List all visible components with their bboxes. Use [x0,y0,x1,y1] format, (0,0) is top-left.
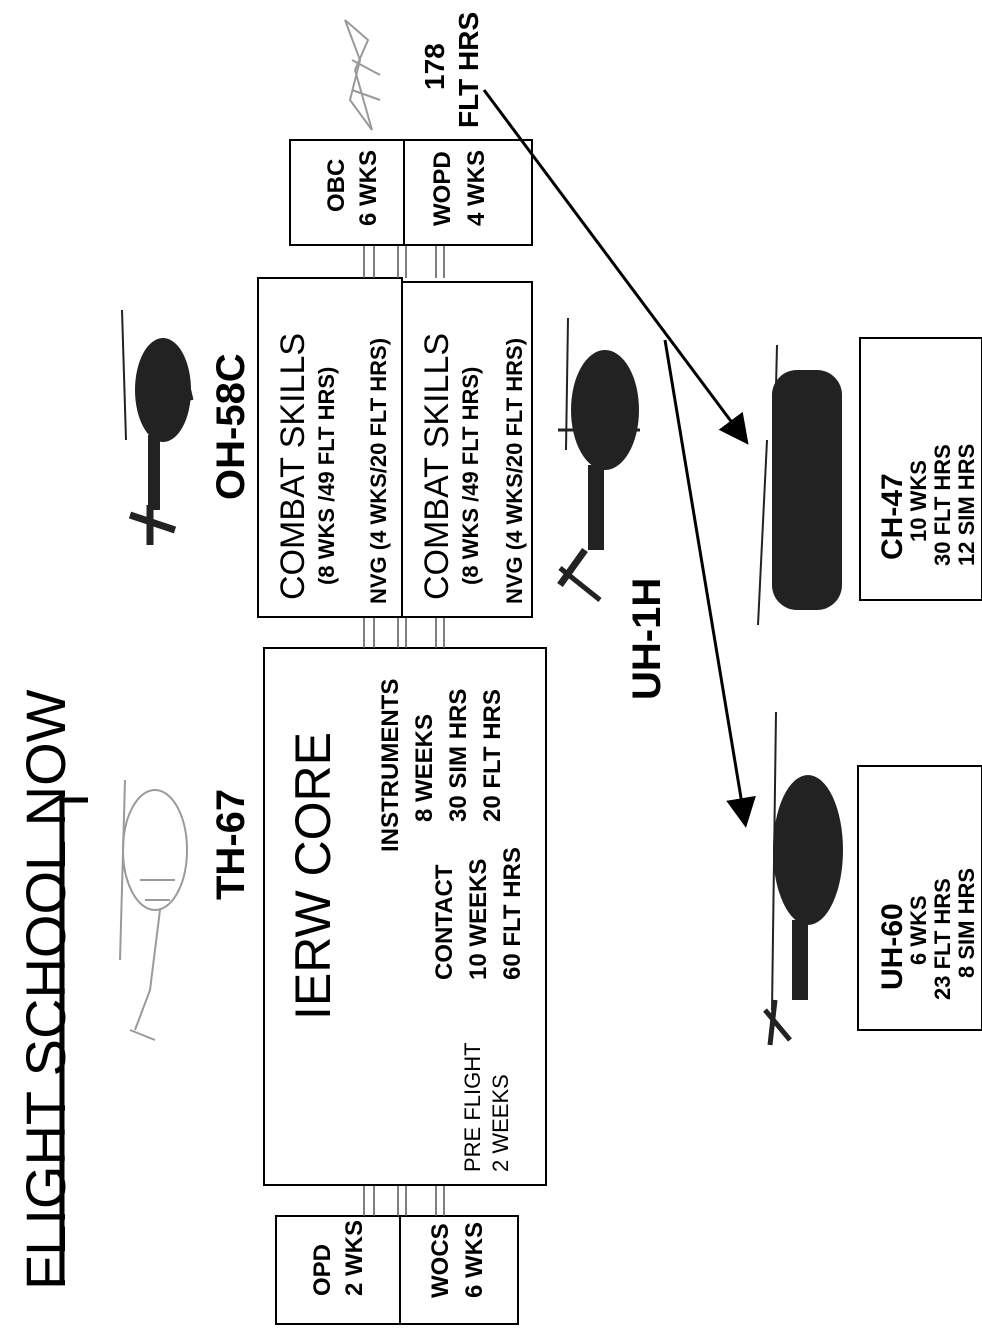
wocs-box: WOCS 6 WKS [400,1216,518,1324]
combat-oh58c-detail: (8 WKS /49 FLT HRS) [314,367,339,585]
instruments-sim-hours: 30 SIM HRS [445,689,472,822]
wopd-label: WOPD [429,151,456,226]
arrow-to-uh60 [665,340,745,822]
preflight-label: PRE FLIGHT [460,1042,485,1172]
wocs-label: WOCS [427,1223,454,1298]
obc-box: OBC 6 WKS [290,140,404,245]
combat-oh58c-title: COMBAT SKILLS [274,333,312,600]
wopd-box: WOPD 4 WKS [404,140,532,245]
ierw-core-box: IERW CORE PRE FLIGHT 2 WEEKS CONTACT 10 … [264,648,546,1185]
aviation-wings-emblem [345,20,380,130]
oh58c-helicopter-image [122,310,192,545]
opd-box: OPD 2 WKS [276,1216,400,1324]
combat-uh1h-nvg: NVG (4 WKS/20 FLT HRS) [502,338,527,604]
wocs-duration: 6 WKS [461,1222,488,1298]
th67-label: TH-67 [209,789,253,900]
ch47-flt-hours: 30 FLT HRS [930,444,955,566]
wopd-duration: 4 WKS [463,150,490,226]
opd-duration: 2 WKS [341,1220,368,1296]
combat-skills-oh58c-box: COMBAT SKILLS (8 WKS /49 FLT HRS) NVG (4… [258,278,402,617]
ch47-sim-hours: 12 SIM HRS [954,444,979,566]
uh60-name: UH-60 [876,903,909,990]
uh60-flt-hours: 23 FLT HRS [930,878,955,1000]
opd-label: OPD [309,1244,336,1296]
obc-duration: 6 WKS [355,150,382,226]
combat-skills-uh1h-box: COMBAT SKILLS (8 WKS /49 FLT HRS) NVG (4… [402,282,532,617]
connector-lines-left [364,1185,444,1216]
instruments-label: INSTRUMENTS [377,679,404,852]
instruments-flt-hours: 20 FLT HRS [479,689,506,822]
obc-label: OBC [323,159,350,212]
contact-duration: 10 WEEKS [465,859,492,980]
combat-uh1h-title: COMBAT SKILLS [418,333,456,600]
uh60-sim-hours: 8 SIM HRS [954,868,979,978]
instruments-duration: 8 WEEKS [411,714,438,822]
uh60-box: UH-60 6 WKS 23 FLT HRS 8 SIM HRS [858,766,982,1030]
total-hours-value: 178 [419,43,450,90]
ch47-box: CH-47 10 WKS 30 FLT HRS 12 SIM HRS [860,338,982,600]
combat-oh58c-nvg: NVG (4 WKS/20 FLT HRS) [366,338,391,604]
uh1h-label: UH-1H [625,578,669,700]
combat-uh1h-detail: (8 WKS /49 FLT HRS) [458,367,483,585]
uh1h-helicopter-image [558,318,640,600]
th67-helicopter-image [120,780,187,1040]
contact-hours: 60 FLT HRS [499,847,526,980]
ch47-helicopter-image [758,345,842,625]
connector-lines-middle [364,617,444,648]
page-title: FLIGHT SCHOOL NOW [14,689,77,1290]
total-hours-unit: FLT HRS [453,12,484,128]
connector-lines-right [364,245,444,278]
contact-label: CONTACT [431,864,458,980]
preflight-duration: 2 WEEKS [488,1074,513,1172]
uh60-weeks: 6 WKS [906,895,931,965]
oh58c-label: OH-58C [209,353,253,500]
ierw-core-title: IERW CORE [285,732,341,1020]
ch47-weeks: 10 WKS [906,460,931,542]
ch47-name: CH-47 [876,473,909,560]
uh60-helicopter-image [765,712,843,1045]
